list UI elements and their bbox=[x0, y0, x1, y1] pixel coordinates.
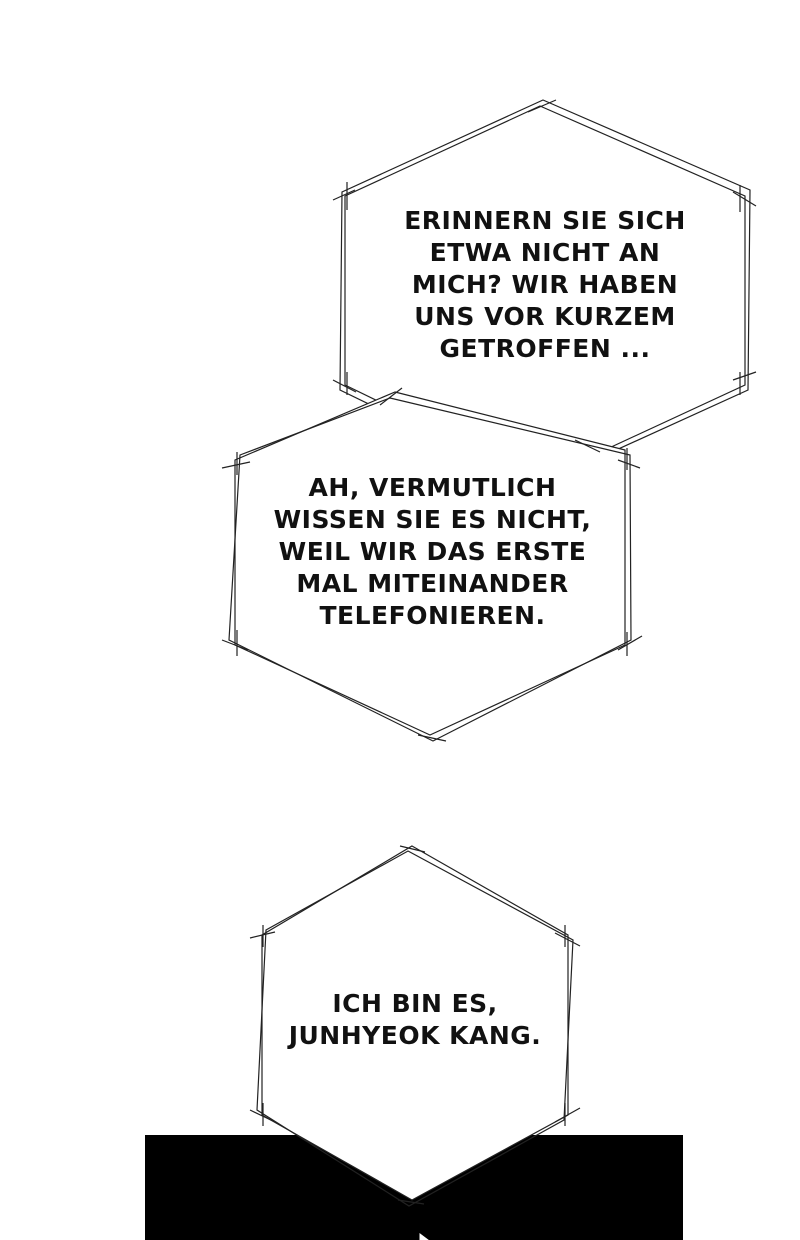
speech-bubble-2-frame bbox=[234, 391, 626, 736]
text-line: UNS VOR KURZEM bbox=[414, 302, 676, 331]
text-line: ETWA NICHT AN bbox=[429, 238, 661, 267]
text-line: TELEFONIEREN. bbox=[319, 601, 546, 630]
speech-bubble-3-text: ICH BIN ES, JUNHYEOK KANG. bbox=[270, 988, 560, 1052]
text-line: ICH BIN ES, bbox=[332, 989, 498, 1018]
text-line: ERINNERN SIE SICH bbox=[404, 206, 686, 235]
text-line: MICH? WIR HABEN bbox=[411, 270, 679, 299]
text-line: WISSEN SIE ES NICHT, bbox=[273, 505, 592, 534]
text-line: JUNHYEOK KANG. bbox=[288, 1021, 542, 1050]
text-line: AH, VERMUTLICH bbox=[308, 473, 557, 502]
text-line: GETROFFEN ... bbox=[439, 334, 651, 363]
pointer-mark bbox=[419, 1233, 429, 1240]
speech-bubble-2-text: AH, VERMUTLICH WISSEN SIE ES NICHT, WEIL… bbox=[250, 472, 615, 632]
text-line: MAL MITEINANDER bbox=[296, 569, 569, 598]
text-line: WEIL WIR DAS ERSTE bbox=[278, 537, 587, 566]
speech-bubble-1-text: ERINNERN SIE SICH ETWA NICHT AN MICH? WI… bbox=[385, 205, 705, 365]
